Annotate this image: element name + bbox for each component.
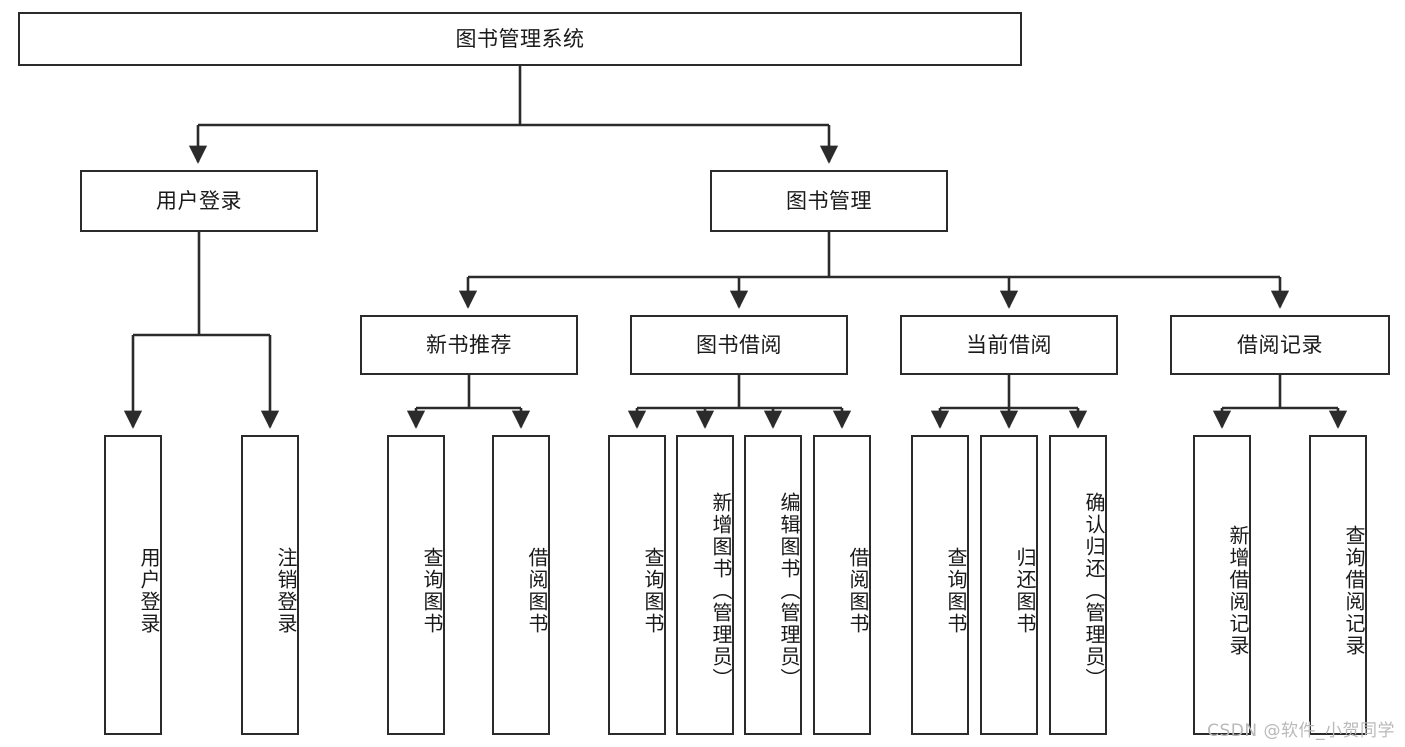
leaf-new-book-1-label: 查询图书 (420, 547, 444, 635)
leaf-current-borrow-3-label: 确认归还（管理员） (1082, 492, 1106, 690)
node-root[interactable]: 图书管理系统 (18, 12, 1022, 66)
leaf-current-borrow-1[interactable]: 查询图书 (911, 435, 969, 735)
node-user-login[interactable]: 用户登录 (80, 170, 318, 232)
leaf-borrow-record-2-label: 查询借阅记录 (1342, 525, 1366, 657)
leaf-user-login-1-label: 用户登录 (137, 547, 161, 635)
node-book-borrow[interactable]: 图书借阅 (630, 315, 848, 375)
node-new-book[interactable]: 新书推荐 (360, 315, 578, 375)
leaf-current-borrow-1-label: 查询图书 (944, 547, 968, 635)
node-root-label: 图书管理系统 (455, 26, 585, 51)
node-current-borrow[interactable]: 当前借阅 (900, 315, 1118, 375)
leaf-user-login-2-label: 注销登录 (274, 547, 298, 635)
leaf-borrow-record-2[interactable]: 查询借阅记录 (1309, 435, 1367, 735)
leaf-book-borrow-4-label: 借阅图书 (846, 547, 870, 635)
leaf-book-borrow-2[interactable]: 新增图书（管理员） (676, 435, 734, 735)
leaf-borrow-record-1-label: 新增借阅记录 (1226, 525, 1250, 657)
leaf-borrow-record-1[interactable]: 新增借阅记录 (1193, 435, 1251, 735)
leaf-book-borrow-2-label: 新增图书（管理员） (709, 492, 733, 690)
watermark: CSDN @软件_小贺同学 (1207, 721, 1395, 741)
leaf-new-book-1[interactable]: 查询图书 (387, 435, 445, 735)
leaf-book-borrow-3-label: 编辑图书（管理员） (777, 492, 801, 690)
leaf-book-borrow-1[interactable]: 查询图书 (608, 435, 666, 735)
leaf-book-borrow-1-label: 查询图书 (641, 547, 665, 635)
leaf-book-borrow-3[interactable]: 编辑图书（管理员） (744, 435, 802, 735)
node-book-borrow-label: 图书借阅 (696, 332, 782, 357)
leaf-book-borrow-4[interactable]: 借阅图书 (813, 435, 871, 735)
node-borrow-record-label: 借阅记录 (1237, 332, 1323, 357)
leaf-current-borrow-3[interactable]: 确认归还（管理员） (1049, 435, 1107, 735)
node-current-borrow-label: 当前借阅 (966, 332, 1052, 357)
leaf-new-book-2-label: 借阅图书 (525, 547, 549, 635)
leaf-current-borrow-2[interactable]: 归还图书 (980, 435, 1038, 735)
leaf-user-login-2[interactable]: 注销登录 (241, 435, 299, 735)
node-user-login-label: 用户登录 (156, 188, 242, 213)
node-new-book-label: 新书推荐 (426, 332, 512, 357)
leaf-current-borrow-2-label: 归还图书 (1013, 547, 1037, 635)
node-borrow-record[interactable]: 借阅记录 (1170, 315, 1390, 375)
leaf-user-login-1[interactable]: 用户登录 (104, 435, 162, 735)
node-book-manage-label: 图书管理 (786, 188, 872, 213)
leaf-new-book-2[interactable]: 借阅图书 (492, 435, 550, 735)
node-book-manage[interactable]: 图书管理 (710, 170, 948, 232)
